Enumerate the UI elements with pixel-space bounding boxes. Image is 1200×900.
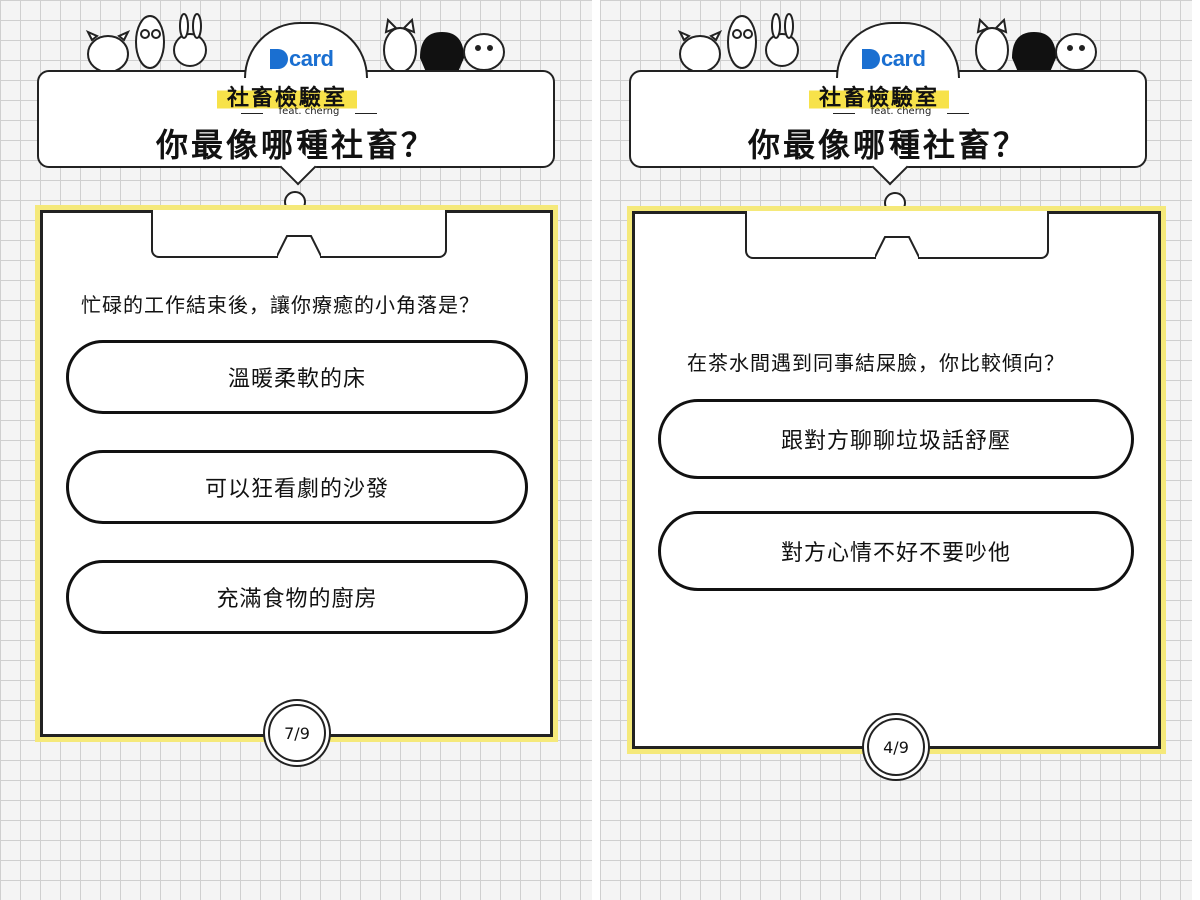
series-title: 社畜檢驗室	[217, 78, 358, 114]
question-card: 忙碌的工作結束後，讓你療癒的小角落是？ 溫暖柔軟的床 可以狂看劇的沙發 充滿食物…	[40, 210, 553, 737]
answer-option-1[interactable]: 跟對方聊聊垃圾話舒壓	[658, 399, 1134, 479]
critters-drawing	[85, 13, 505, 73]
answer-option-2[interactable]: 可以狂看劇的沙發	[66, 450, 528, 524]
dcard-logo-mark	[862, 49, 880, 69]
card-notch	[151, 210, 447, 258]
answer-option-1[interactable]: 溫暖柔軟的床	[66, 340, 528, 414]
critters-illustration	[600, 6, 1192, 76]
dcard-logo-text: card	[289, 46, 334, 71]
series-title: 社畜檢驗室	[809, 78, 950, 114]
feat-credit: feat. cherng	[241, 106, 377, 117]
question-text: 在茶水間遇到同事結屎臉，你比較傾向？	[687, 351, 1065, 375]
dcard-logo: card	[862, 46, 926, 72]
notch-chevron-icon	[875, 236, 919, 259]
feat-credit: feat. cherng	[833, 106, 969, 117]
header-bubble: card 社畜檢驗室 feat. cherng 你最像哪種社畜？	[629, 22, 1147, 186]
dcard-logo: card	[270, 46, 334, 72]
question-card: 在茶水間遇到同事結屎臉，你比較傾向？ 跟對方聊聊垃圾話舒壓 對方心情不好不要吵他	[632, 211, 1161, 749]
dcard-logo-text: card	[881, 46, 926, 71]
quiz-panel-left: card 社畜檢驗室 feat. cherng 你最像哪種社畜？ 忙碌的工作結束…	[0, 0, 592, 900]
answer-option-3[interactable]: 充滿食物的廚房	[66, 560, 528, 634]
notch-chevron-icon	[277, 235, 321, 258]
card-notch	[745, 211, 1049, 259]
progress-badge: 7/9	[268, 704, 326, 762]
answer-option-2[interactable]: 對方心情不好不要吵他	[658, 511, 1134, 591]
dcard-logo-mark	[270, 49, 288, 69]
critters-illustration	[0, 6, 592, 76]
progress-badge: 4/9	[867, 718, 925, 776]
panel-divider	[592, 0, 600, 900]
critters-drawing	[677, 13, 1097, 73]
header-bubble: card 社畜檢驗室 feat. cherng 你最像哪種社畜？	[37, 22, 555, 186]
question-text: 忙碌的工作結束後，讓你療癒的小角落是？	[81, 293, 480, 317]
